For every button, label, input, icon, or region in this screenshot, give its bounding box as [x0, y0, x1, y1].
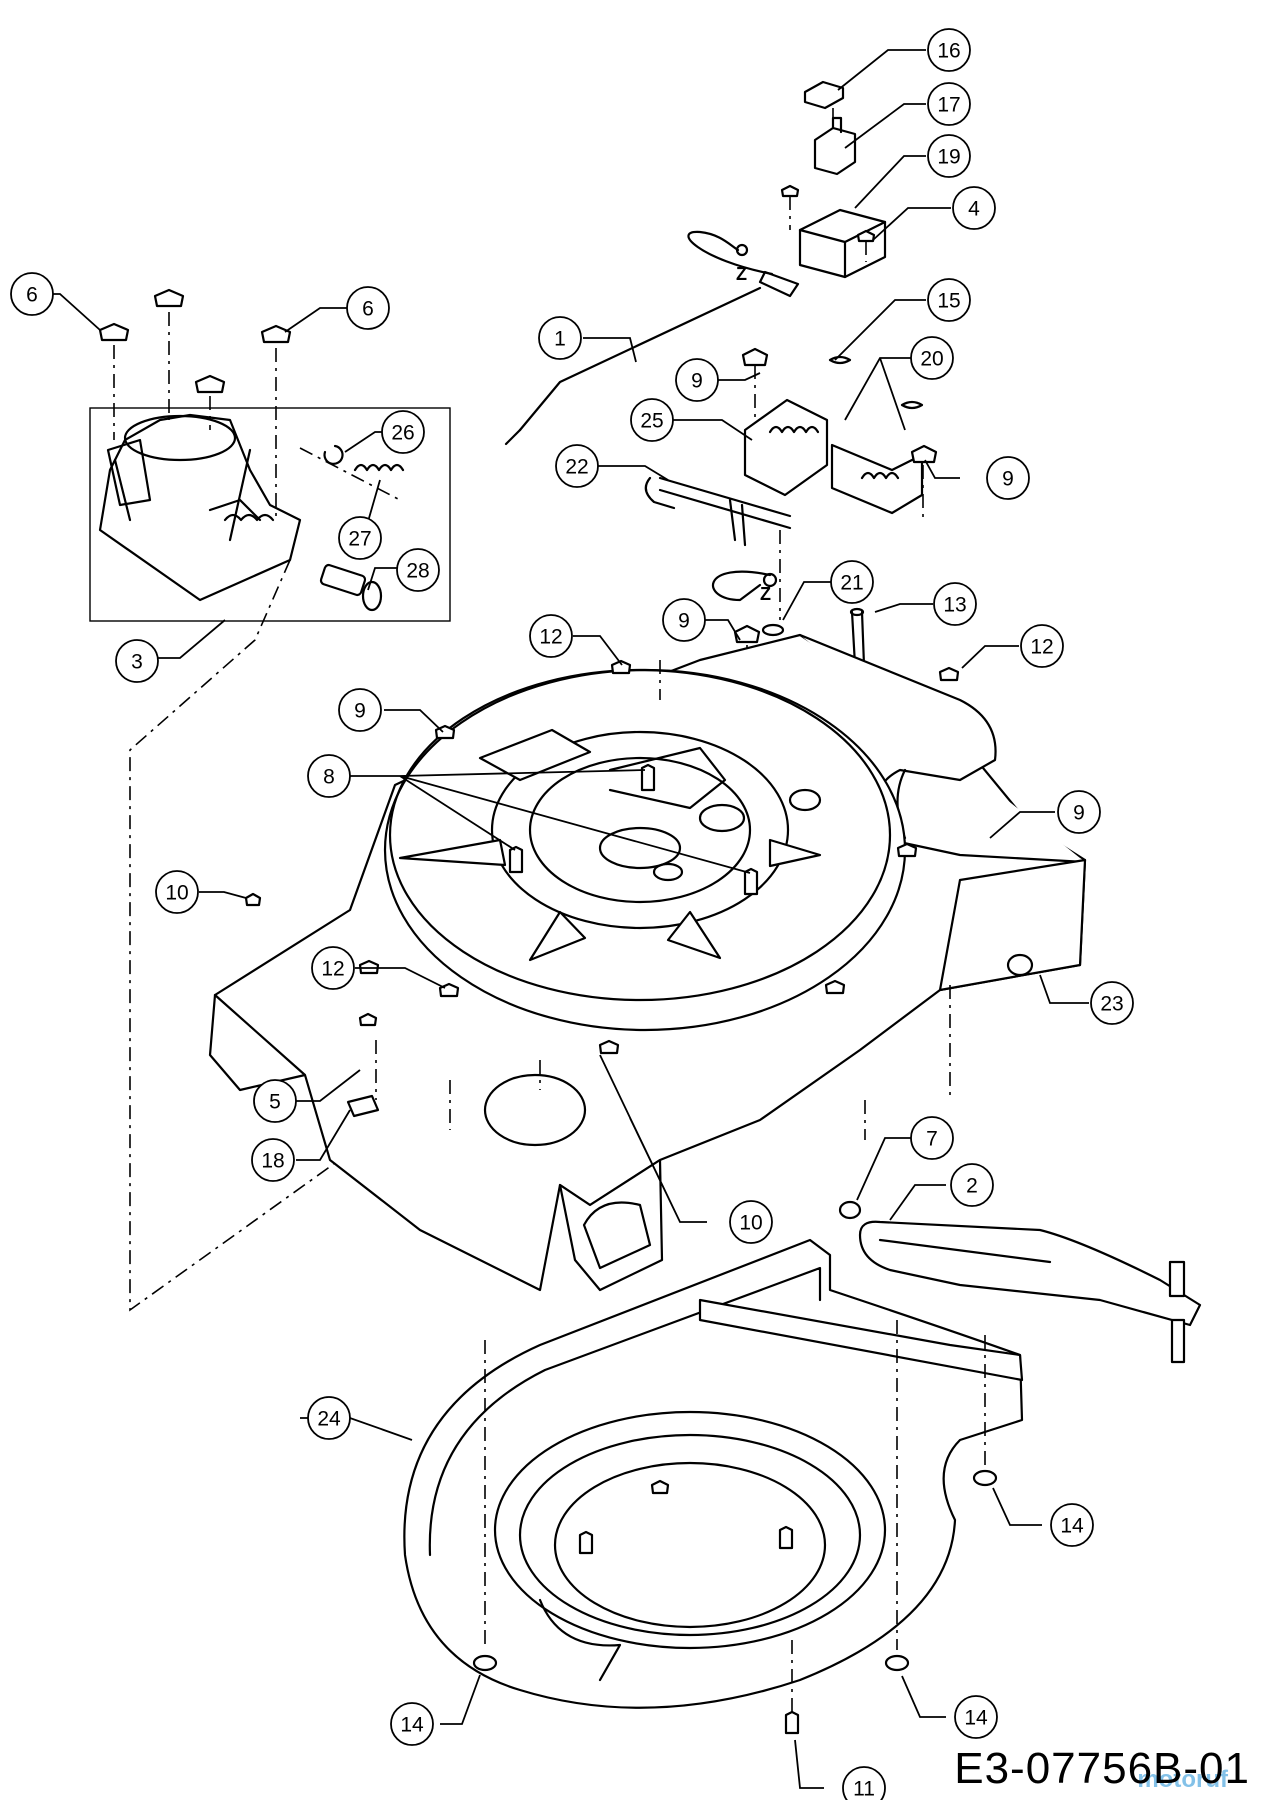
- mower-deck: [208, 530, 1087, 1292]
- svg-text:26: 26: [391, 422, 414, 445]
- svg-text:7: 7: [926, 1128, 938, 1151]
- callout-18: 18: [251, 1138, 295, 1182]
- svg-text:9: 9: [1073, 802, 1085, 825]
- callout-13: 13: [933, 582, 977, 626]
- svg-text:9: 9: [678, 610, 690, 633]
- svg-text:16: 16: [937, 40, 960, 63]
- switch-parts: [504, 80, 938, 720]
- svg-text:10: 10: [739, 1212, 762, 1235]
- svg-text:5: 5: [269, 1091, 281, 1114]
- watermark-logo: motoruf: [1137, 1766, 1228, 1793]
- callout-8: 8: [307, 754, 351, 798]
- callout-16: 16: [927, 28, 971, 72]
- svg-text:25: 25: [640, 410, 663, 433]
- svg-text:8: 8: [323, 766, 335, 789]
- callout-2: 2: [950, 1163, 994, 1207]
- callout-10b: 10: [729, 1200, 773, 1244]
- callout-14c: 14: [954, 1695, 998, 1739]
- svg-text:1: 1: [554, 328, 566, 351]
- svg-text:15: 15: [937, 290, 960, 313]
- svg-text:19: 19: [937, 146, 960, 169]
- callout-7: 7: [910, 1116, 954, 1160]
- svg-text:17: 17: [937, 94, 960, 117]
- callout-24: 24: [307, 1396, 351, 1440]
- callout-12c: 12: [311, 946, 355, 990]
- handle-bracket: [838, 1200, 1202, 1364]
- callout-26: 26: [381, 410, 425, 454]
- callout-27: 27: [338, 516, 382, 560]
- svg-text:14: 14: [1060, 1515, 1084, 1538]
- inset-fasteners: [98, 288, 431, 1312]
- svg-text:12: 12: [321, 958, 344, 981]
- callout-10a: 10: [155, 870, 199, 914]
- svg-text:2: 2: [966, 1175, 978, 1198]
- svg-text:23: 23: [1100, 993, 1123, 1016]
- svg-text:9: 9: [691, 370, 703, 393]
- svg-text:9: 9: [1002, 468, 1014, 491]
- drawing-code: E3-07756B-01: [954, 1744, 1250, 1793]
- svg-text:20: 20: [920, 348, 943, 371]
- svg-text:13: 13: [943, 594, 966, 617]
- svg-text:6: 6: [26, 284, 38, 307]
- chute-assembly-inset: [89, 407, 451, 622]
- svg-text:27: 27: [348, 528, 371, 551]
- callout-9b: 9: [986, 456, 1030, 500]
- callout-23: 23: [1090, 981, 1134, 1025]
- callout-3: 3: [115, 639, 159, 683]
- callout-14b: 14: [390, 1702, 434, 1746]
- svg-text:12: 12: [1030, 636, 1053, 659]
- callout-20: 20: [910, 336, 954, 380]
- callout-11: 11: [842, 1766, 886, 1800]
- callout-14a: 14: [1050, 1503, 1094, 1547]
- svg-text:14: 14: [964, 1707, 988, 1730]
- callout-22: 22: [555, 444, 599, 488]
- svg-text:14: 14: [400, 1714, 424, 1737]
- svg-text:24: 24: [317, 1408, 341, 1431]
- connector-mark-z-upper: Z: [736, 264, 747, 284]
- svg-text:4: 4: [968, 198, 980, 221]
- callout-15: 15: [927, 278, 971, 322]
- callout-21: 21: [830, 560, 874, 604]
- callout-12a: 12: [529, 614, 573, 658]
- svg-text:9: 9: [354, 700, 366, 723]
- callout-6b: 6: [346, 286, 390, 330]
- callout-4: 4: [952, 186, 996, 230]
- svg-text:28: 28: [406, 560, 429, 583]
- callout-9c: 9: [662, 598, 706, 642]
- svg-text:3: 3: [131, 651, 143, 674]
- callout-9d: 9: [338, 688, 382, 732]
- base-pan: [403, 1238, 1024, 1735]
- callout-12b: 12: [1020, 624, 1064, 668]
- callout-6a: 6: [10, 272, 54, 316]
- callout-28: 28: [396, 548, 440, 592]
- callout-9a: 9: [675, 358, 719, 402]
- callout-5: 5: [253, 1079, 297, 1123]
- svg-text:18: 18: [261, 1150, 284, 1173]
- svg-text:22: 22: [565, 456, 588, 479]
- svg-text:12: 12: [539, 626, 562, 649]
- svg-text:11: 11: [853, 1778, 875, 1800]
- svg-text:6: 6: [362, 298, 374, 321]
- svg-text:21: 21: [840, 572, 863, 595]
- callout-leaders: [32, 49, 1089, 1789]
- svg-text:10: 10: [165, 882, 188, 905]
- connector-mark-z-lower: Z: [760, 584, 771, 604]
- callout-19: 19: [927, 134, 971, 178]
- callout-17: 17: [927, 82, 971, 126]
- callout-1: 1: [538, 316, 582, 360]
- callout-25: 25: [630, 398, 674, 442]
- callout-9e: 9: [1057, 790, 1101, 834]
